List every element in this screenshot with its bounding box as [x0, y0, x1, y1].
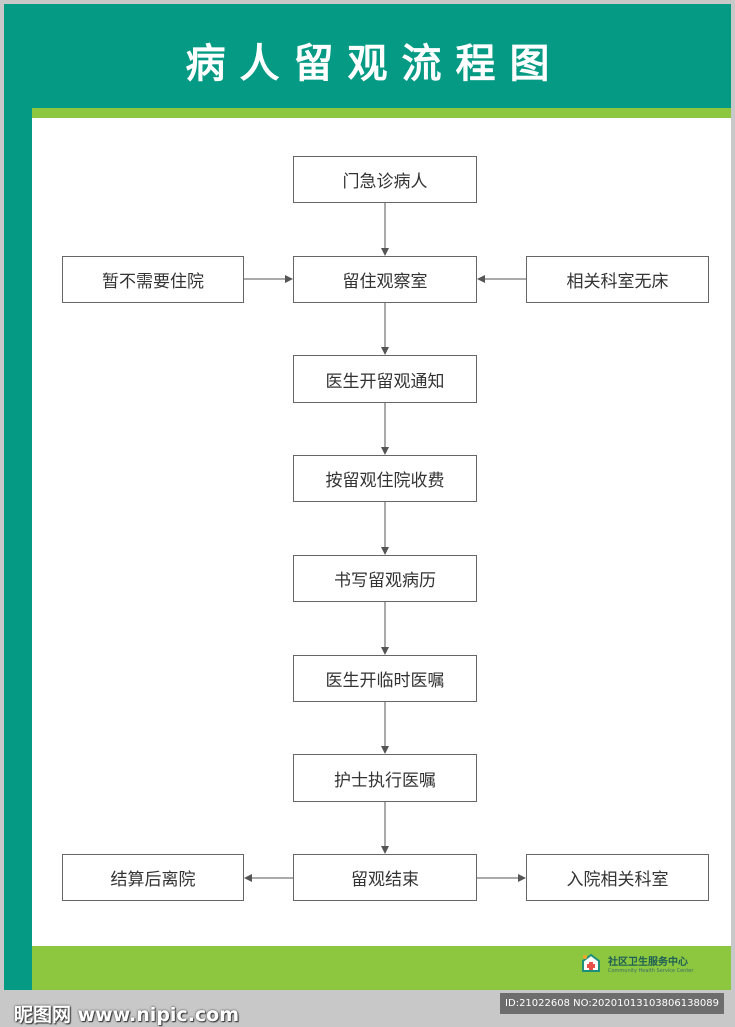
flow-box-step7: 护士执行医嘱 — [293, 754, 477, 802]
flow-box-step3: 医生开留观通知 — [293, 355, 477, 403]
top-accent-stripe — [32, 108, 731, 118]
health-center-logo: 社区卫生服务中心 Community Health Service Center — [580, 952, 693, 974]
bottom-accent-band — [32, 946, 731, 990]
watermark-id: ID:21022608 NO:20201013103806138089 — [500, 993, 724, 1014]
flow-box-step8: 留观结束 — [293, 854, 477, 901]
page-title: 病人留观流程图 — [185, 41, 564, 87]
flow-box-step2: 留住观察室 — [293, 256, 477, 303]
health-center-name: 社区卫生服务中心 — [608, 956, 688, 968]
flow-box-step4: 按留观住院收费 — [293, 455, 477, 502]
watermark-site: 昵图网 www.nipic.com — [14, 1004, 240, 1026]
flow-box-step5: 书写留观病历 — [293, 555, 477, 602]
flow-box-right-input: 相关科室无床 — [526, 256, 709, 303]
flow-box-right-output: 入院相关科室 — [526, 854, 709, 901]
health-center-name-en: Community Health Service Center — [608, 967, 694, 974]
flow-box-left-input: 暂不需要住院 — [62, 256, 244, 303]
flow-box-step6: 医生开临时医嘱 — [293, 655, 477, 702]
flow-box-left-output: 结算后离院 — [62, 854, 244, 901]
flow-box-step1: 门急诊病人 — [293, 156, 477, 203]
health-center-icon — [580, 952, 602, 974]
